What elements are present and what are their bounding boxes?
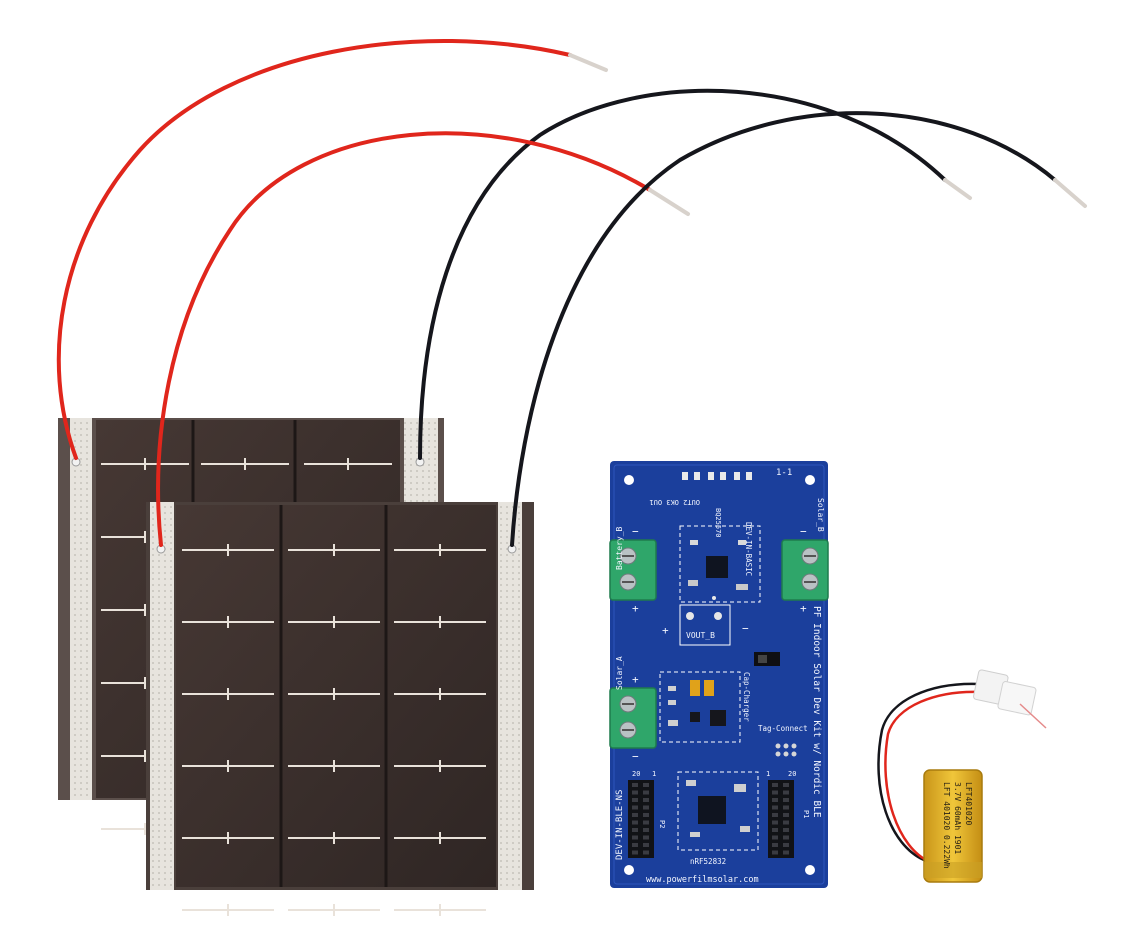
header-pin	[772, 805, 778, 810]
cap-charger-label: Cap-Charger	[742, 672, 751, 722]
battery-label: Battery_B	[615, 526, 624, 570]
solar-panel-front	[146, 502, 534, 916]
header-pin	[632, 813, 638, 817]
mcu-chip	[698, 796, 726, 824]
header-pin	[632, 843, 638, 847]
charger-ic-label: BQ25570	[714, 508, 722, 538]
header-pin	[783, 828, 789, 832]
solar-b-minus: −	[800, 525, 807, 538]
tag-connect-pads	[775, 743, 797, 757]
p2-pin20-label: 20	[632, 770, 640, 778]
board-title: PF Indoor Solar Dev Kit w/ Nordic BLE	[811, 606, 822, 818]
header-pin	[783, 813, 789, 817]
mount-hole	[624, 475, 634, 485]
header-pin	[783, 820, 789, 825]
dev-board: 1-1 OUT2 OK3 OU1 Battery_B Solar_B Solar…	[609, 461, 829, 888]
header-pin	[772, 813, 778, 817]
pin-header-p2	[628, 780, 654, 858]
mount-hole	[624, 865, 634, 875]
header-pin	[643, 850, 649, 855]
header-pin	[643, 820, 649, 825]
header-pin	[772, 820, 778, 825]
terminal-solar-b	[781, 539, 829, 601]
header-pin	[632, 783, 638, 787]
solar-a-plus: +	[632, 673, 639, 686]
header-body	[628, 780, 654, 858]
solar-b-label: Solar_B	[816, 498, 825, 532]
solar-b-plus: +	[800, 602, 807, 615]
header-pin	[772, 843, 778, 847]
header-pin	[783, 805, 789, 810]
p1-pin1-label: 1	[766, 770, 770, 778]
battery-plus: +	[632, 602, 639, 615]
p1-pin20-label: 20	[788, 770, 796, 778]
header-pin	[772, 850, 778, 855]
header-pin	[643, 783, 649, 787]
p2-pin1-label: 1	[652, 770, 656, 778]
terminal-battery	[609, 539, 657, 601]
solar-a-label: Solar_A	[615, 656, 624, 690]
header-pin	[643, 828, 649, 832]
header-pin	[783, 783, 789, 787]
header-pin	[643, 813, 649, 817]
header-pin	[783, 798, 789, 802]
header-pin	[772, 835, 778, 840]
mount-hole	[805, 865, 815, 875]
header-pin	[783, 850, 789, 855]
tag-connect-label: Tag-Connect	[758, 724, 808, 733]
mcu-label: nRF52832	[690, 857, 726, 866]
header-pin	[643, 805, 649, 810]
header-pin	[772, 783, 778, 787]
header-pin	[632, 828, 638, 832]
p2-label: P2	[658, 820, 666, 828]
header-pin	[632, 798, 638, 802]
basic-module-label: DEV-IN-BASIC	[744, 522, 753, 576]
battery-cell	[923, 769, 983, 883]
vout-outline	[679, 604, 731, 646]
header-pin	[632, 805, 638, 810]
battery-label-1: LFT 401020 0.222Wh	[942, 782, 951, 869]
terminal-solar-a	[609, 687, 657, 749]
header-pin	[783, 790, 789, 795]
header-pin	[772, 798, 778, 802]
battery-label-3: LFT401020	[964, 782, 973, 826]
vout-minus: −	[742, 622, 749, 635]
panel-busbars	[182, 544, 486, 916]
header-pin	[632, 790, 638, 795]
battery-label-2: 3.7V 60mAh 1901	[953, 782, 962, 854]
header-pin	[643, 798, 649, 802]
led-labels: OUT2 OK3 OU1	[649, 498, 700, 506]
lipo-battery: LFT 401020 0.222Wh 3.7V 60mAh 1901 LFT40…	[877, 669, 1047, 883]
website-label: www.powerfilmsolar.com	[646, 875, 759, 885]
header-pin	[783, 835, 789, 840]
header-pin	[632, 835, 638, 840]
p1-label: P1	[802, 810, 810, 818]
header-pin	[643, 790, 649, 795]
header-pin	[632, 820, 638, 825]
ble-module-outline	[677, 771, 759, 851]
led-row	[682, 472, 752, 480]
header-pin	[772, 828, 778, 832]
basic-module-outline	[679, 525, 761, 603]
header-pin	[772, 790, 778, 795]
vout-plus: +	[662, 624, 669, 637]
mount-hole	[805, 475, 815, 485]
panel-wires	[56, 38, 1087, 547]
header-body	[768, 780, 794, 858]
header-pin	[643, 835, 649, 840]
revision-label: 1-1	[776, 468, 792, 478]
vout-label: VOUT_B	[686, 631, 715, 640]
header-pin	[643, 843, 649, 847]
charger-ic	[706, 556, 728, 578]
header-pin	[783, 843, 789, 847]
battery-minus: −	[632, 525, 639, 538]
cap-charger-outline	[659, 671, 741, 743]
pin-header-p1	[768, 780, 794, 858]
battery-connector	[973, 669, 1047, 729]
solar-a-minus: −	[632, 750, 639, 763]
header-pin	[632, 850, 638, 855]
part-number: DEV-IN-BLE-NS	[615, 790, 625, 860]
